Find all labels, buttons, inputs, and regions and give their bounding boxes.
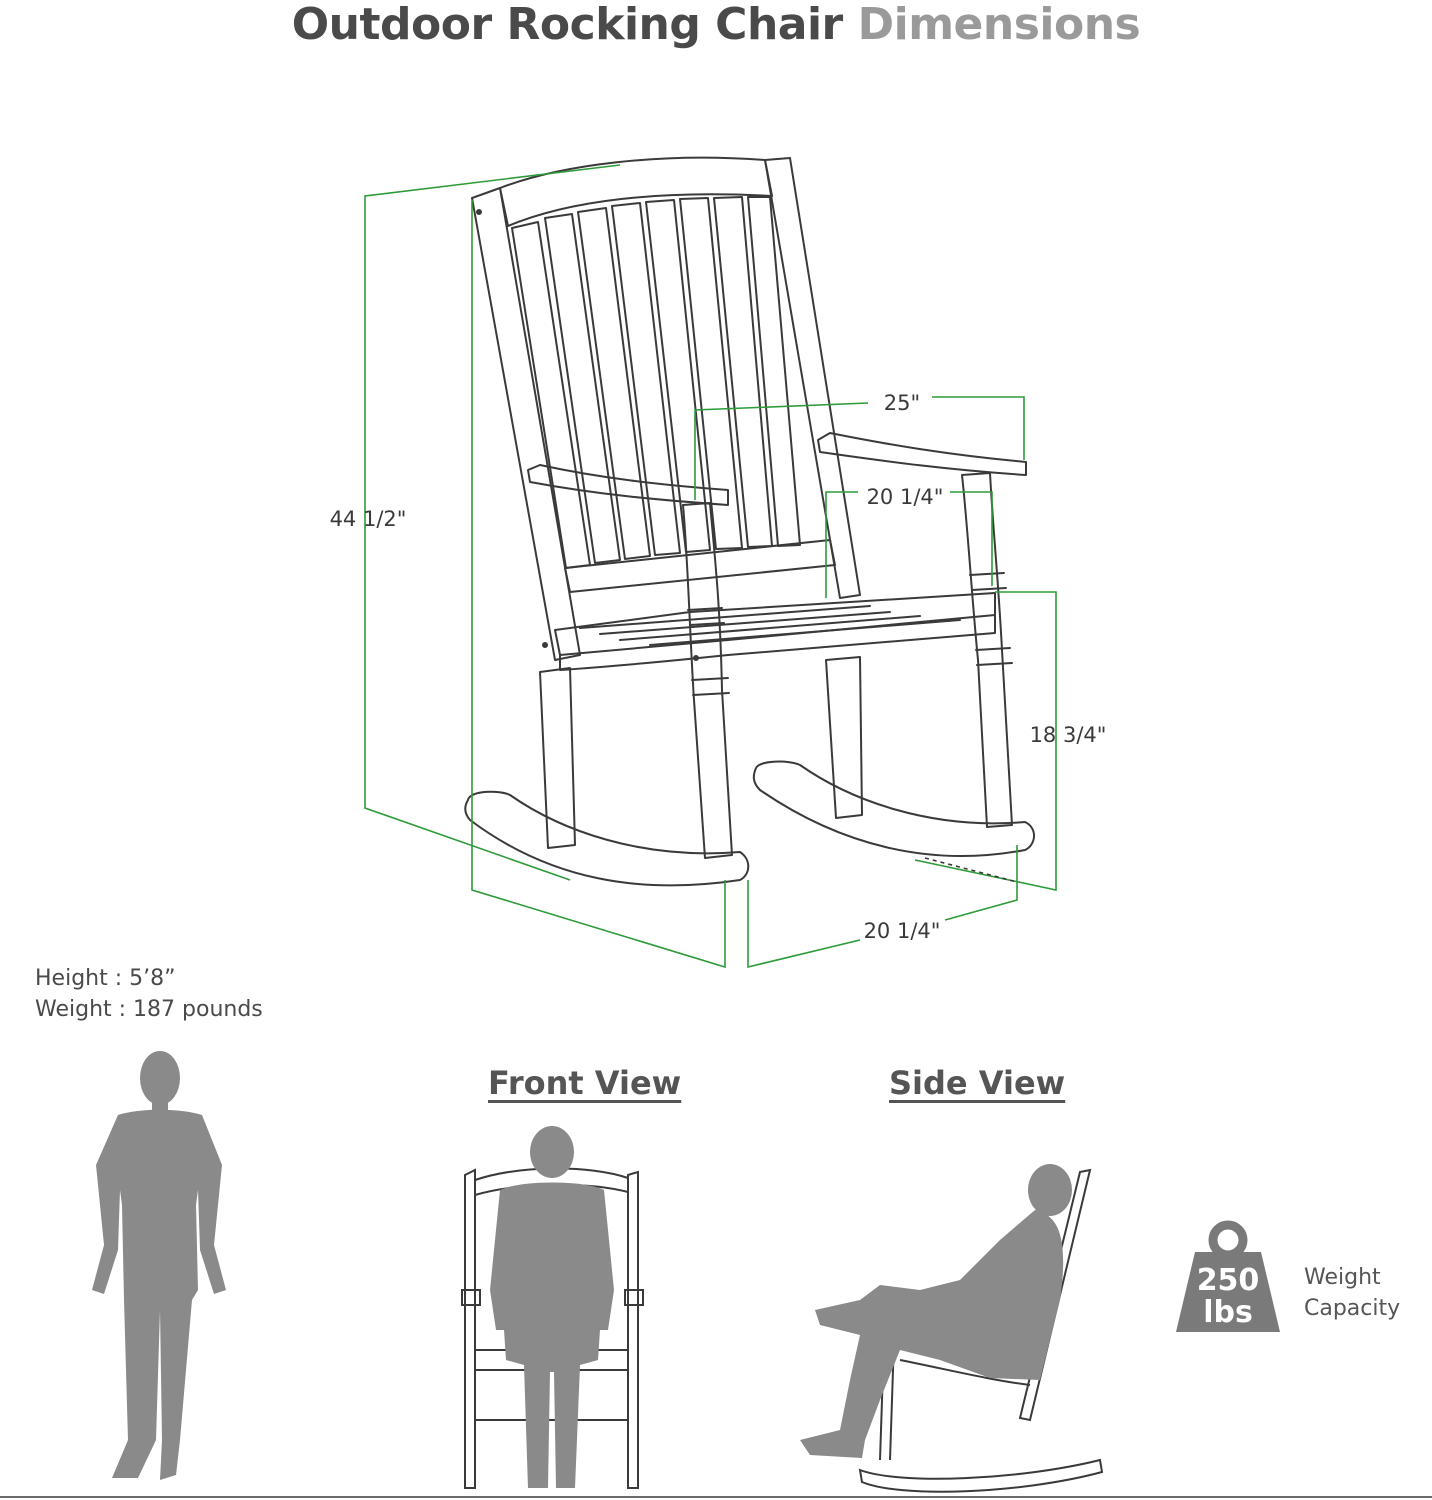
seat-height-dimension-line (914, 591, 1057, 891)
chair-right-armrest (817, 432, 1027, 476)
title-main: Outdoor Rocking Chair (291, 0, 844, 50)
rocking-chair-drawing (464, 156, 1035, 887)
front-view-title: Front View (488, 1064, 682, 1102)
person-weight-label: Weight : 187 pounds (35, 997, 263, 1022)
height-dimension-label: 44 1/2" (330, 507, 407, 531)
depth-dimension-line (747, 845, 1018, 969)
seat-width-dimension-line (825, 491, 993, 598)
dimension-lines (364, 164, 1057, 969)
chair-top-rail (499, 156, 773, 227)
front-view-person-silhouette (490, 1126, 614, 1488)
chair-right-rocker (752, 760, 1035, 858)
chair-back-bottom-rail (564, 539, 836, 593)
person-height-label: Height : 5’8” (35, 966, 176, 991)
chair-seat-slats (579, 605, 961, 646)
width-dimension-label: 25" (884, 391, 920, 415)
standing-person-silhouette (92, 1051, 226, 1480)
chair-left-armrest (527, 464, 729, 506)
width-dimension-line (694, 396, 1025, 500)
weight-badge-number: 250 (1197, 1263, 1260, 1298)
depth-dimension-label: 20 1/4" (864, 919, 941, 943)
weight-badge-unit: lbs (1203, 1295, 1253, 1330)
left-post-reference-line (471, 200, 726, 969)
weight-capacity-line1: Weight (1304, 1265, 1381, 1290)
chair-rear-left-leg (539, 667, 576, 849)
chair-rear-right-leg (825, 656, 863, 819)
height-dimension-line (364, 164, 621, 881)
page-title: Outdoor Rocking Chair Dimensions (0, 0, 1432, 50)
weight-capacity-label: Weight Capacity (1304, 1262, 1400, 1324)
chair-front-left-leg (682, 502, 733, 859)
side-view-person-silhouette (800, 1164, 1072, 1458)
weight-badge-icon: 250 lbs (1176, 1220, 1280, 1332)
weight-capacity-line2: Capacity (1304, 1296, 1401, 1321)
side-view-title: Side View (889, 1064, 1066, 1102)
chair-left-rocker (464, 790, 750, 887)
title-accent: Dimensions (857, 0, 1141, 50)
seat-width-dimension-label: 20 1/4" (867, 485, 944, 509)
chair-left-back-post (471, 187, 581, 661)
chair-right-back-post (764, 157, 861, 599)
seat-height-dimension-label: 18 3/4" (1030, 723, 1107, 747)
chair-front-right-leg (961, 472, 1013, 828)
